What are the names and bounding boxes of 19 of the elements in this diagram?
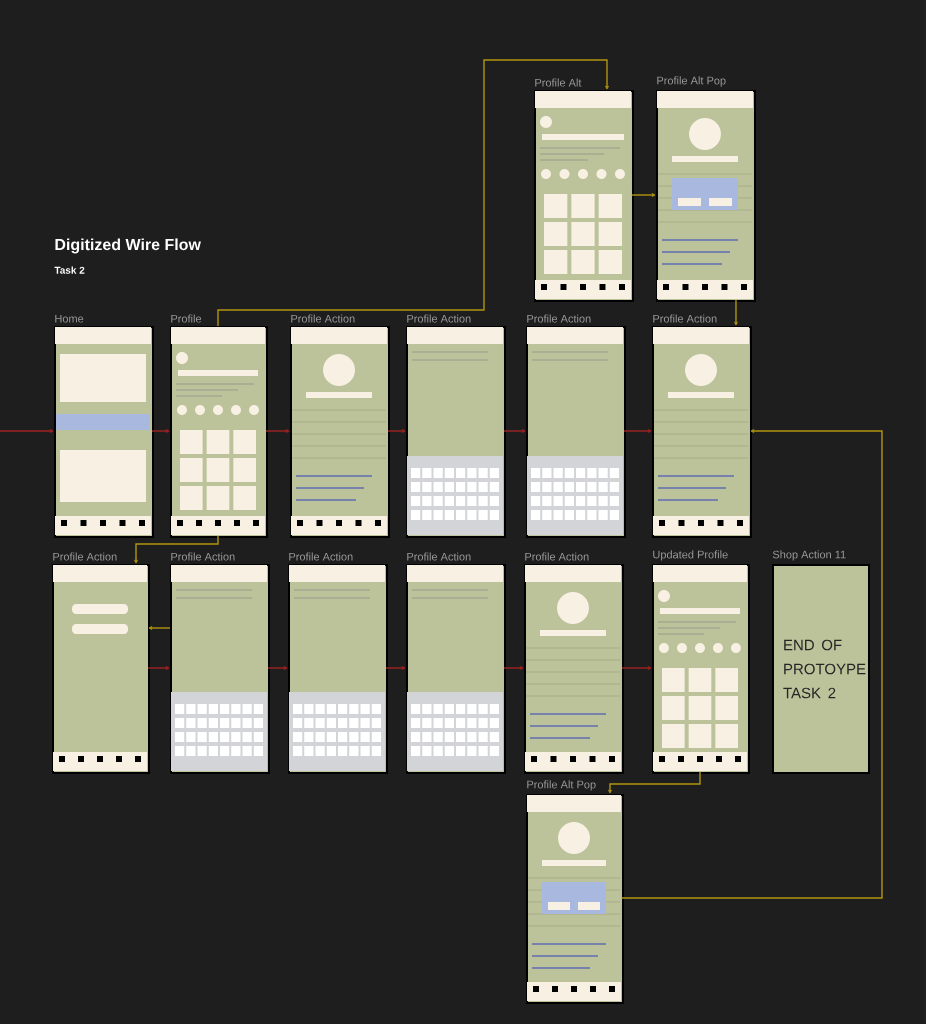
arrow <box>621 429 883 899</box>
arrow <box>608 771 701 794</box>
arrow <box>147 666 170 670</box>
arrow <box>0 429 54 433</box>
arrow <box>503 666 524 670</box>
arrow <box>385 666 406 670</box>
arrow <box>265 429 290 433</box>
arrow <box>267 666 288 670</box>
diagram-title: Digitized Wire Flow <box>55 238 201 254</box>
arrow <box>134 535 219 564</box>
arrow <box>623 429 652 433</box>
arrow <box>151 429 170 433</box>
arrow <box>734 299 738 326</box>
arrow <box>387 429 406 433</box>
arrow <box>631 193 656 197</box>
arrow <box>148 626 171 630</box>
arrow <box>621 666 652 670</box>
arrow <box>217 59 609 327</box>
arrow <box>503 429 526 433</box>
